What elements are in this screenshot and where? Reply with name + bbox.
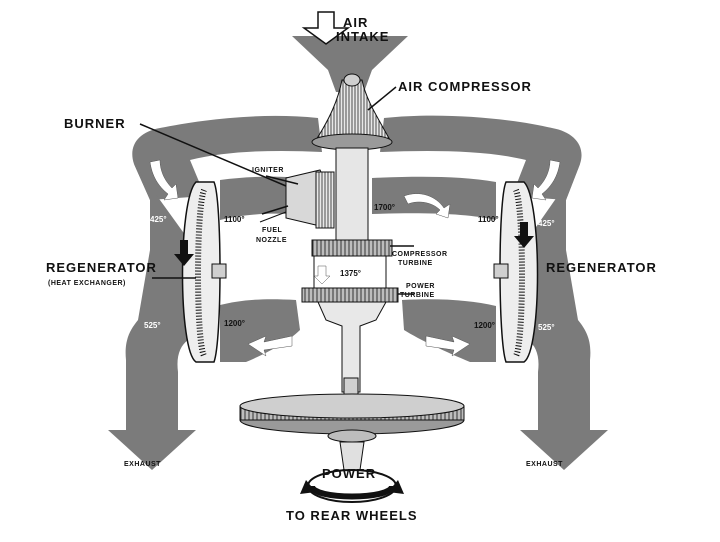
burner-label: BURNER [64,116,126,131]
fuel-label: FUEL [262,227,283,234]
power-turbine-label-2: TURBINE [400,292,435,299]
intake-funnel [292,36,408,92]
power-output-ring [300,469,404,503]
compressor-turbine-wheel [311,239,393,257]
compressor-turbine-label-2: TURBINE [398,260,433,267]
air-intake-label-2: INTAKE [336,29,389,44]
power-turbine-wheel [301,287,399,303]
compressor-turbine-label-1: COMPRESSOR [392,251,448,258]
regenerator-left-drum [174,181,227,363]
regenerator-left-label: REGENERATOR [46,260,157,275]
air-ducts [108,36,608,470]
exhaust-left-label: EXHAUST [124,461,161,468]
igniter-label: IGNITER [252,167,284,174]
regenerator-right-label: REGENERATOR [546,260,657,275]
temp-center-1700: 1700° [374,203,395,212]
air-intake-label-1: AIR [343,15,368,30]
duct-right-return [402,299,496,362]
temp-right-1200: 1200° [474,321,495,330]
heat-exchanger-label: (HEAT EXCHANGER) [48,280,126,287]
flow-arrows [149,159,561,357]
temp-left-425: 425° [150,215,167,224]
temp-left-525: 525° [144,321,161,330]
duct-left-exhaust [108,164,196,470]
regenerator-right-drum [493,181,539,363]
burner [259,169,335,229]
intake-arrow [301,11,351,45]
reduction-gear [239,377,465,471]
manifold-left [132,115,322,200]
exhaust-right-label: EXHAUST [526,461,563,468]
nozzle-label: NOZZLE [256,237,287,244]
temp-left-1200: 1200° [224,319,245,328]
duct-right-exhaust [520,164,608,470]
temp-right-1100: 1100° [478,215,499,224]
temp-right-425: 425° [538,219,555,228]
to-rear-wheels-label: TO REAR WHEELS [286,508,418,523]
power-turbine-label-1: POWER [406,283,435,290]
duct-left-return [220,299,300,362]
temp-right-525: 525° [538,323,555,332]
power-label: POWER [322,466,376,481]
air-compressor [311,73,393,151]
temp-left-1100: 1100° [224,215,245,224]
temp-center-1375: 1375° [340,269,361,278]
manifold-right [380,115,582,200]
leader-lines [139,86,414,295]
air-compressor-label: AIR COMPRESSOR [398,79,532,94]
